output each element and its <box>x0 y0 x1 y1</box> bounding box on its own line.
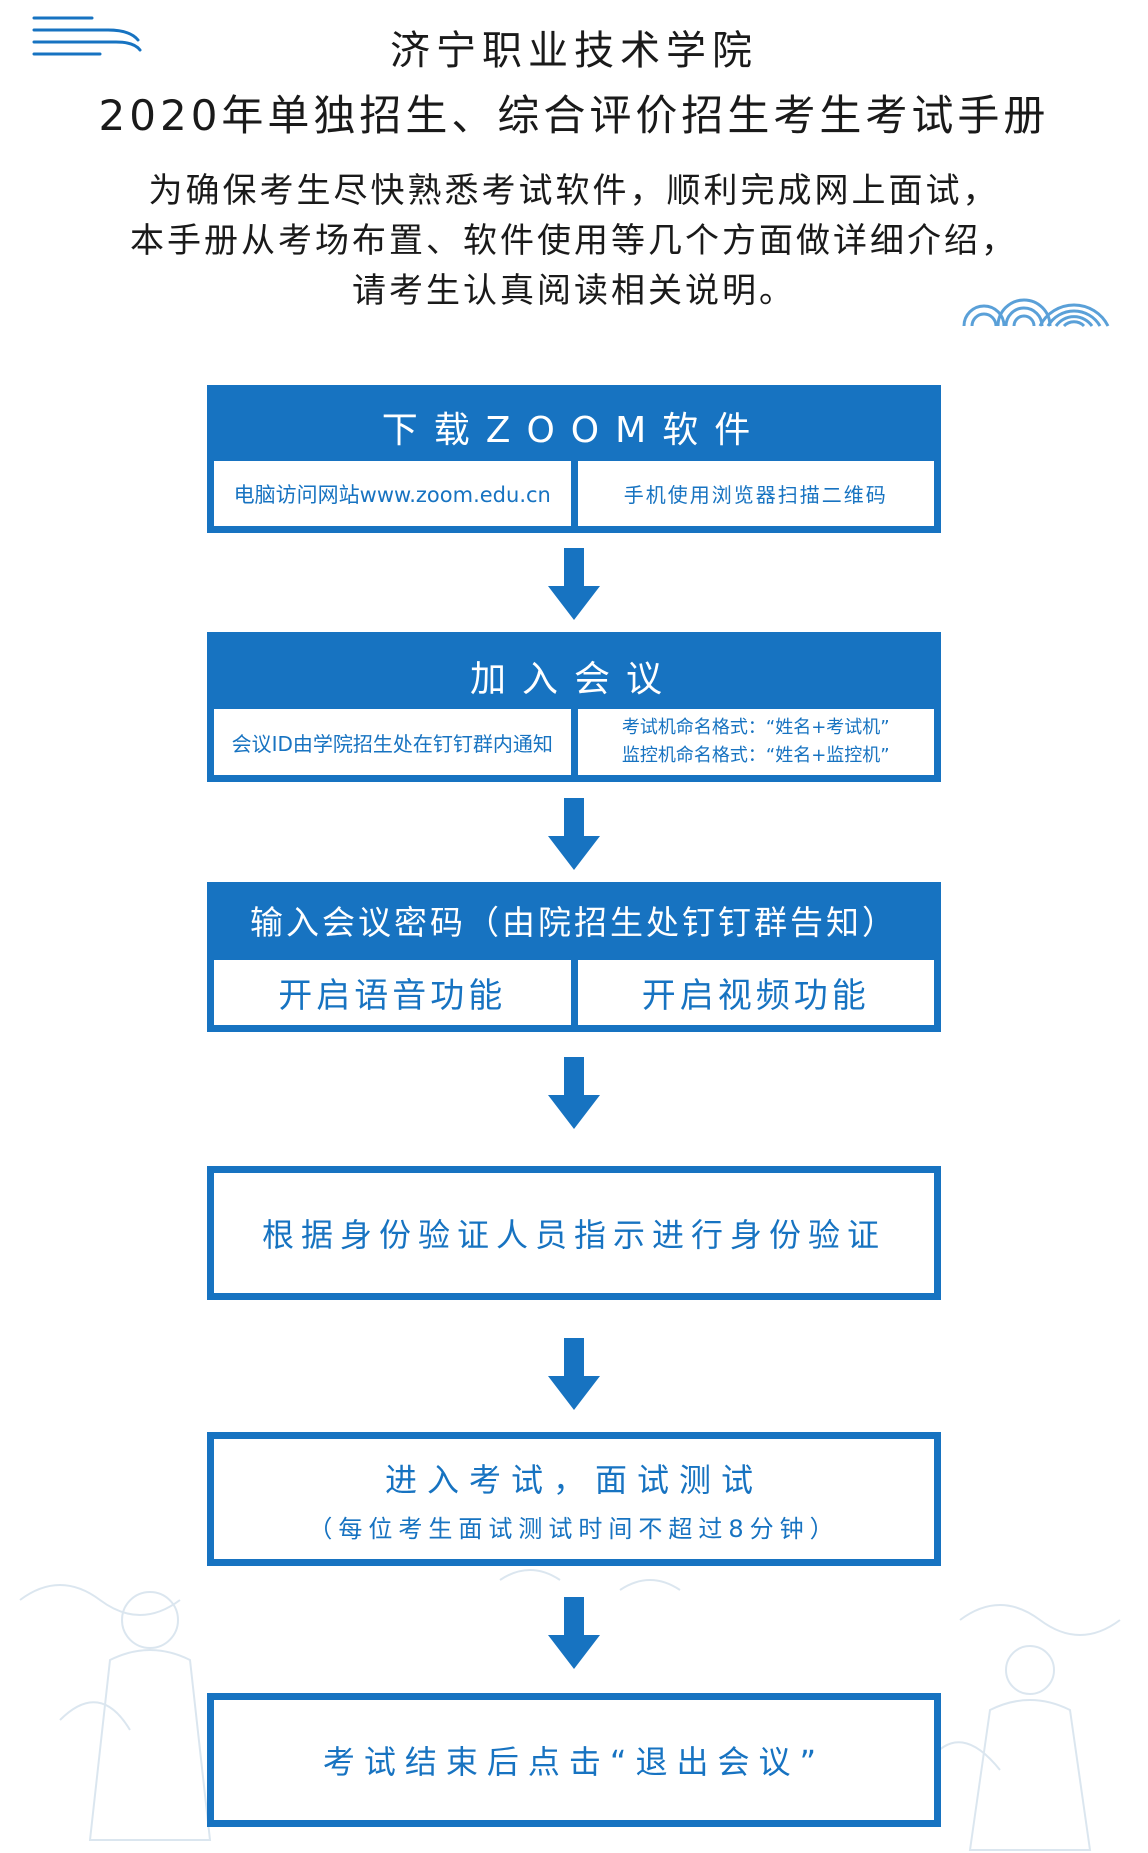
step-enter-password: 输入会议密码（由院招生处钉钉群告知） 开启语音功能 开启视频功能 <box>207 882 941 1032</box>
step-enter-exam: 进入考试，面试测试 （每位考生面试测试时间不超过8分钟） <box>207 1432 941 1566</box>
meeting-id-notice: 会议ID由学院招生处在钉钉群内通知 <box>214 709 571 775</box>
step-identity-verification: 根据身份验证人员指示进行身份验证 <box>207 1166 941 1300</box>
step-title: 加入会议 <box>469 659 678 700</box>
monitor-device-naming: 监控机命名格式：“姓名+监控机” <box>621 745 890 766</box>
arrow-down-icon <box>548 1057 600 1129</box>
step-title: 输入会议密码（由院招生处钉钉群告知） <box>250 903 898 942</box>
device-naming-rules: 考试机命名格式：“姓名+考试机” 监控机命名格式：“姓名+监控机” <box>577 709 934 775</box>
exam-device-naming: 考试机命名格式：“姓名+考试机” <box>621 717 890 738</box>
intro-text: 为确保考生尽快熟悉考试软件，顺利完成网上面试， 本手册从考场布置、软件使用等几个… <box>0 166 1148 316</box>
background-illustration <box>19 1569 1121 1851</box>
arrow-down-icon <box>548 548 600 620</box>
swoosh-lines-icon <box>32 16 142 56</box>
school-name: 济宁职业技术学院 <box>390 28 758 74</box>
step-title: 进入考试，面试测试 <box>384 1460 763 1499</box>
enable-video: 开启视频功能 <box>577 960 934 1025</box>
pc-download-instruction: 电脑访问网站www.zoom.edu.cn <box>214 461 571 526</box>
cloud-wave-icon <box>962 298 1110 328</box>
arrow-down-icon <box>548 1338 600 1410</box>
step-join-meeting: 加入会议 会议ID由学院招生处在钉钉群内通知 考试机命名格式：“姓名+考试机” … <box>207 632 941 782</box>
intro-line: 请考生认真阅读相关说明。 <box>352 271 796 311</box>
step-text: 根据身份验证人员指示进行身份验证 <box>261 1216 886 1254</box>
arrow-down-icon <box>548 1597 600 1669</box>
step-download-zoom: 下载ZOOM软件 电脑访问网站www.zoom.edu.cn 手机使用浏览器扫描… <box>207 385 941 533</box>
intro-line: 为确保考生尽快熟悉考试软件，顺利完成网上面试， <box>148 171 1000 211</box>
step-text: 考试结束后点击“退出会议” <box>322 1743 826 1781</box>
intro-line: 本手册从考场布置、软件使用等几个方面做详细介绍， <box>130 221 1018 261</box>
enable-audio: 开启语音功能 <box>214 960 571 1025</box>
step-title: 下载ZOOM软件 <box>381 410 767 451</box>
exam-time-note: （每位考生面试测试时间不超过8分钟） <box>308 1514 840 1543</box>
handbook-title: 2020年单独招生、综合评价招生考生考试手册 <box>98 91 1050 140</box>
step-exit-meeting: 考试结束后点击“退出会议” <box>207 1693 941 1827</box>
mobile-download-instruction: 手机使用浏览器扫描二维码 <box>577 461 934 526</box>
arrow-down-icon <box>548 798 600 870</box>
